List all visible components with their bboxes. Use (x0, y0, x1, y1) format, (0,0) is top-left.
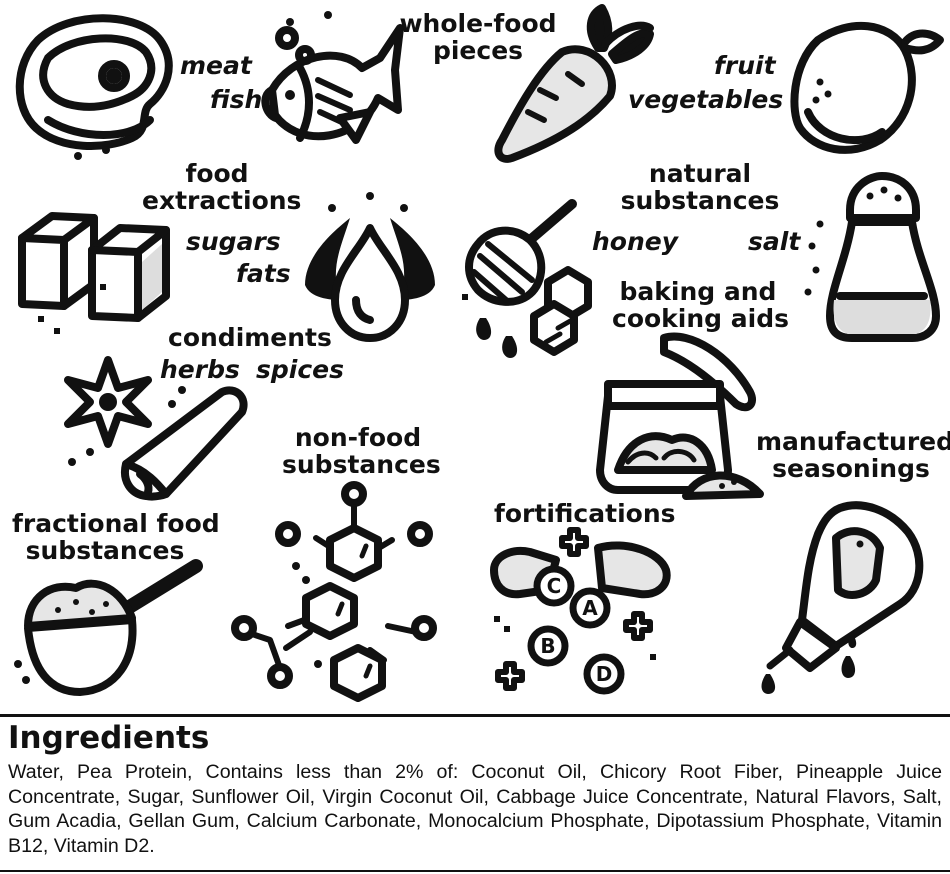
lemon-icon (790, 21, 944, 154)
food-icons-illustration: C A B D (14, 4, 944, 702)
label-food-extractions: food extractions (142, 159, 302, 215)
squeeze-bottle-icon (761, 501, 924, 694)
vitamin-letter: B (540, 634, 555, 658)
label-fats: fats (236, 259, 291, 288)
label-line: fractional food (12, 509, 220, 538)
molecule-icon (231, 481, 437, 702)
ingredients-bottom-rule (0, 870, 950, 872)
ingredients-top-rule (0, 714, 950, 717)
label-honey: honey (592, 227, 679, 256)
label-fruit: fruit (714, 51, 776, 80)
label-condiments: condiments (168, 323, 332, 352)
seasoning-jar-icon (596, 332, 764, 500)
carrot-icon (494, 4, 654, 163)
label-line: substances (282, 450, 441, 479)
vitamin-letter: D (596, 662, 613, 686)
vitamins-icon (490, 527, 671, 695)
label-line: non-food (294, 423, 422, 452)
label-whole-food-pieces: whole-food pieces (398, 10, 558, 64)
label-vegetables: vegetables (628, 85, 784, 114)
label-fractional-food-substances: fractional food substances (12, 509, 220, 565)
ingredients-title: Ingredients (8, 720, 210, 756)
label-fortifications: fortifications (494, 499, 676, 528)
honey-dipper-icon (462, 199, 592, 358)
label-line: substances (25, 536, 185, 565)
sugar-cubes-icon (18, 212, 170, 334)
label-line: whole-food (399, 9, 557, 38)
vitamin-letter: C (547, 574, 562, 598)
label-salt: salt (748, 227, 801, 256)
ingredients-list: Water, Pea Protein, Contains less than 2… (8, 761, 942, 857)
label-line: natural (648, 159, 752, 188)
label-sugars: sugars (186, 227, 281, 256)
label-fish: fish (210, 85, 263, 114)
steak-icon (15, 14, 173, 160)
label-line: seasonings (772, 454, 930, 483)
label-spices: spices (256, 355, 345, 384)
star-anise-icon (64, 356, 186, 466)
label-baking-cooking-aids: baking and cooking aids (612, 277, 789, 333)
label-natural-substances: natural substances (620, 160, 780, 214)
label-manufactured-seasonings: manufactured seasonings (756, 427, 950, 483)
salt-shaker-icon (804, 172, 940, 342)
vitamin-letter: A (582, 596, 598, 620)
label-herbs: herbs (160, 355, 240, 384)
label-line: pieces (432, 36, 524, 65)
label-line: substances (620, 186, 780, 215)
oil-drops-icon (305, 192, 435, 342)
measuring-scoop-icon (14, 559, 203, 696)
cinnamon-stick-icon (121, 386, 248, 501)
label-line: manufactured (756, 427, 950, 456)
label-line: cooking aids (612, 304, 789, 333)
label-line: extractions (142, 186, 302, 215)
label-line: baking and (619, 277, 777, 306)
label-non-food-substances: non-food substances (282, 423, 441, 479)
label-meat: meat (180, 51, 252, 80)
label-line: food (185, 159, 249, 188)
fish-icon (261, 11, 404, 144)
